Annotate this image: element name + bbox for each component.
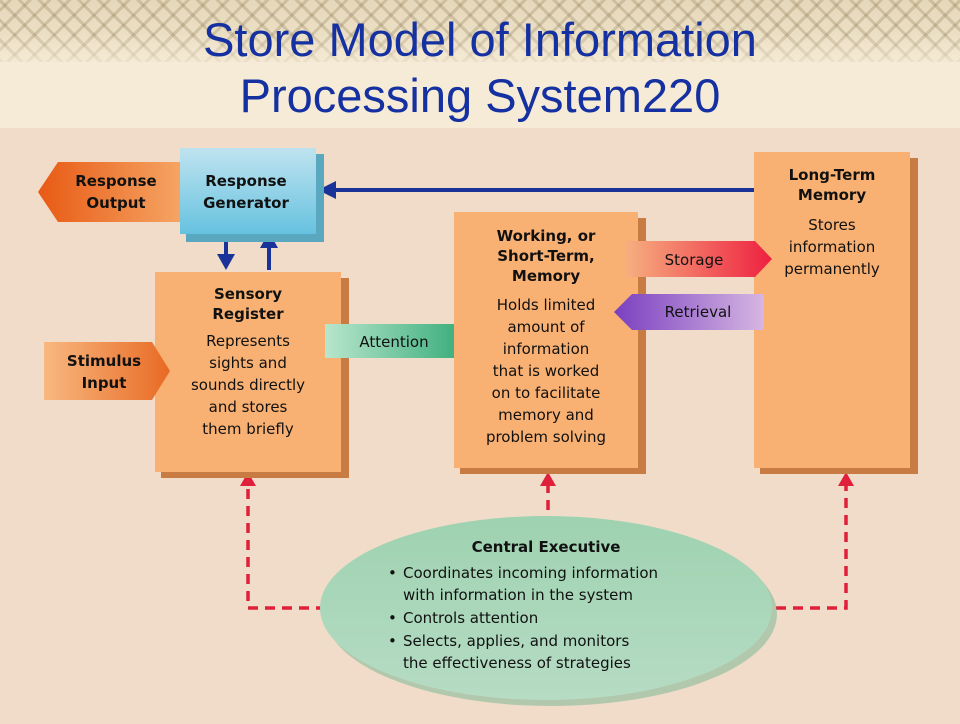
generator-to-sensory-arrowhead [217,254,235,270]
central-executive-bullet-marker-1: • [388,564,397,582]
executive-to-sensory-connector [246,486,326,610]
longterm-to-generator-arrow [318,181,756,199]
response-output-node: Response Output [38,162,188,222]
stimulus-input-label-line-1: Stimulus [67,352,141,370]
sensory-register-title-line-2: Register [212,305,284,323]
working-memory-body-line-4: that is worked [493,362,600,380]
long-term-memory-body-line-2: information [789,238,876,256]
storage-arrow: Storage [625,241,772,277]
working-memory-title-line-2: Short-Term, [497,247,595,265]
long-term-memory-body-line-1: Stores [808,216,856,234]
sensory-register-body-line-4: and stores [209,398,288,416]
executive-to-longterm-connector [776,486,848,610]
attention-label: Attention [359,333,428,351]
working-memory-title-line-1: Working, or [497,227,596,245]
information-processing-diagram: Response Output Response Generator Senso… [0,128,960,720]
central-executive-bullet-3-line-1: Selects, applies, and monitors [403,632,629,650]
storage-label: Storage [665,251,724,269]
slide-title-line-2: Processing System220 [239,69,721,122]
central-executive-bullet-2-line-1: Controls attention [403,609,538,627]
working-memory-body-line-6: memory and [498,406,594,424]
long-term-memory-body-line-3: permanently [784,260,880,278]
response-generator-label-line-1: Response [205,172,286,190]
central-executive-bullet-marker-3: • [388,632,397,650]
response-output-label-line-2: Output [86,194,145,212]
working-memory-body-line-5: on to facilitate [492,384,601,402]
central-executive-title: Central Executive [472,538,621,556]
sensory-register-body-line-1: Represents [206,332,290,350]
long-term-memory-node: Long-Term Memory Stores information perm… [754,152,918,474]
attention-arrow: Attention [325,324,474,358]
central-executive-node: Central Executive • Coordinates incoming… [320,516,777,706]
working-memory-title-line-3: Memory [512,267,580,285]
retrieval-label: Retrieval [665,303,732,321]
executive-to-working-arrowhead [540,472,556,486]
response-generator-label-line-2: Generator [203,194,289,212]
working-memory-body-line-2: amount of [507,318,585,336]
diagram-canvas: Response Output Response Generator Senso… [38,148,918,706]
retrieval-arrow: Retrieval [614,294,764,330]
long-term-memory-title-line-2: Memory [798,186,866,204]
working-memory-body-line-1: Holds limited [497,296,595,314]
working-memory-body-line-7: problem solving [486,428,606,446]
long-term-memory-title-line-1: Long-Term [789,166,876,184]
sensory-register-node: Sensory Register Represents sights and s… [155,272,349,478]
working-memory-body-line-3: information [503,340,590,358]
sensory-register-body-line-5: them briefly [202,420,294,438]
executive-to-longterm-arrowhead [838,472,854,486]
slide-title: Store Model of Information Processing Sy… [0,12,960,124]
sensory-register-title-line-1: Sensory [214,285,282,303]
slide-title-line-1: Store Model of Information [203,13,757,66]
executive-to-sensory-arrowhead [240,472,256,486]
response-generator-node: Response Generator [180,148,324,242]
working-memory-node: Working, or Short-Term, Memory Holds lim… [454,212,646,474]
sensory-register-body-line-2: sights and [209,354,287,372]
sensory-register-body-line-3: sounds directly [191,376,305,394]
slide-header: Store Model of Information Processing Sy… [0,0,960,128]
central-executive-bullet-1-line-2: with information in the system [403,586,633,604]
central-executive-bullet-3-line-2: the effectiveness of strategies [403,654,631,672]
stimulus-input-node: Stimulus Input [44,342,170,400]
central-executive-bullet-marker-2: • [388,609,397,627]
central-executive-bullet-1-line-1: Coordinates incoming information [403,564,658,582]
stimulus-input-label-line-2: Input [82,374,127,392]
response-output-label-line-1: Response [75,172,156,190]
